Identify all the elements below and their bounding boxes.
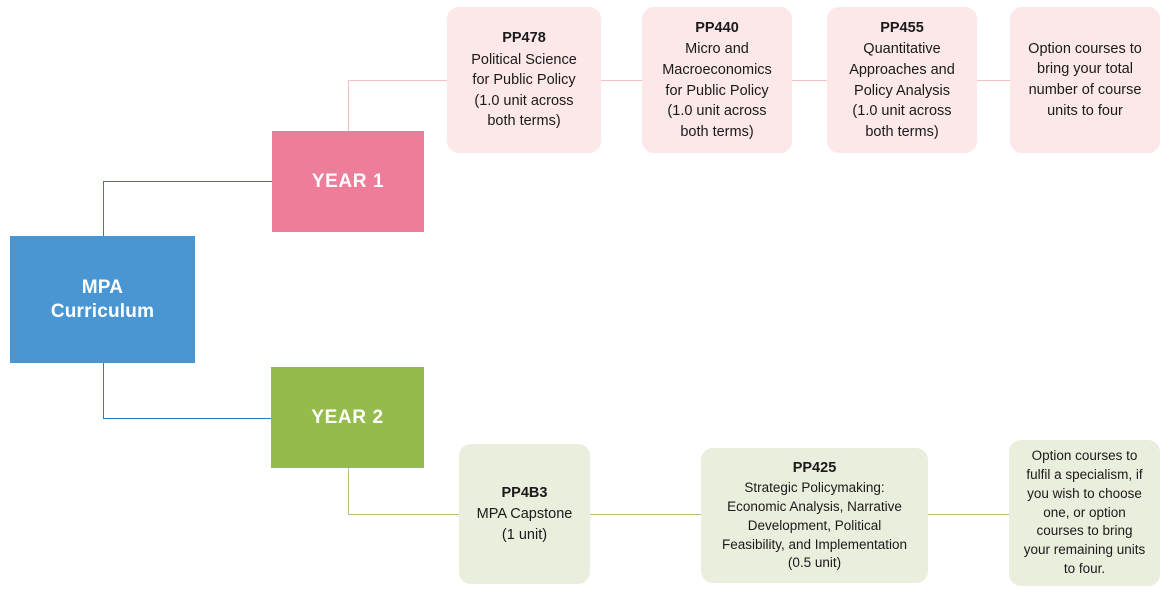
card-pp455-desc: Quantitative Approaches and Policy Analy… — [849, 41, 955, 140]
card-pp4b3[interactable]: PP4B3 MPA Capstone (1 unit) — [459, 444, 590, 584]
card-pp425-content: PP425 Strategic Policymaking: Economic A… — [701, 458, 928, 574]
connector-mpa-to-year2-vertical — [103, 362, 104, 418]
card-pp425[interactable]: PP425 Strategic Policymaking: Economic A… — [701, 448, 928, 583]
card-year1-option-courses[interactable]: Option courses to bring your total numbe… — [1010, 7, 1160, 153]
connector-mpa-to-year2-horizontal — [103, 418, 273, 419]
card-year1-option-courses-desc: Option courses to bring your total numbe… — [1028, 40, 1142, 119]
card-pp440-desc: Micro and Macroeconomics for Public Poli… — [662, 41, 772, 140]
card-pp478-code: PP478 — [502, 30, 546, 47]
node-year-2-label: YEAR 2 — [311, 406, 384, 428]
card-pp455[interactable]: PP455 Quantitative Approaches and Policy… — [827, 7, 977, 153]
card-year2-option-courses-desc: Option courses to fulfil a specialism, i… — [1023, 447, 1146, 577]
card-pp478-desc: Political Science for Public Policy (1.0… — [471, 51, 577, 130]
card-pp4b3-content: PP4B3 MPA Capstone (1 unit) — [459, 483, 590, 546]
connector-pp440-to-pp455 — [791, 80, 829, 81]
card-pp425-code: PP425 — [792, 459, 837, 476]
connector-mpa-to-year1-vertical — [103, 181, 104, 237]
card-pp425-desc: Strategic Policymaking: Economic Analysi… — [721, 479, 908, 571]
node-year-2[interactable]: YEAR 2 — [271, 367, 424, 468]
card-pp440-content: PP440 Micro and Macroeconomics for Publi… — [642, 18, 792, 142]
connector-year2-vertical — [348, 467, 349, 515]
card-pp455-code: PP455 — [880, 19, 924, 36]
card-pp478[interactable]: PP478 Political Science for Public Polic… — [447, 7, 601, 153]
card-year1-option-courses-content: Option courses to bring your total numbe… — [1010, 39, 1160, 121]
connector-pp478-to-pp440 — [599, 80, 643, 81]
card-pp4b3-code: PP4B3 — [501, 484, 548, 501]
node-mpa-curriculum[interactable]: MPA Curriculum — [10, 236, 195, 363]
connector-pp4b3-to-pp425 — [589, 514, 702, 515]
node-mpa-curriculum-label: MPA Curriculum — [50, 277, 155, 322]
node-year-1[interactable]: YEAR 1 — [272, 131, 424, 232]
connector-pp455-to-options — [975, 80, 1011, 81]
card-year2-option-courses-content: Option courses to fulfil a specialism, i… — [1009, 447, 1160, 579]
card-pp440[interactable]: PP440 Micro and Macroeconomics for Publi… — [642, 7, 792, 153]
card-pp440-code: PP440 — [695, 19, 739, 36]
connector-year1-to-pp478 — [348, 80, 449, 81]
card-pp455-content: PP455 Quantitative Approaches and Policy… — [827, 18, 977, 142]
card-year2-option-courses[interactable]: Option courses to fulfil a specialism, i… — [1009, 440, 1160, 586]
card-pp478-content: PP478 Political Science for Public Polic… — [447, 28, 601, 132]
connector-mpa-to-year1-horizontal — [103, 181, 273, 182]
card-pp4b3-desc: MPA Capstone (1 unit) — [476, 506, 573, 543]
node-year-1-label: YEAR 1 — [311, 170, 385, 192]
connector-year2-to-pp4b3 — [348, 514, 460, 515]
connector-pp425-to-options — [926, 514, 1010, 515]
connector-year1-vertical — [348, 80, 349, 132]
